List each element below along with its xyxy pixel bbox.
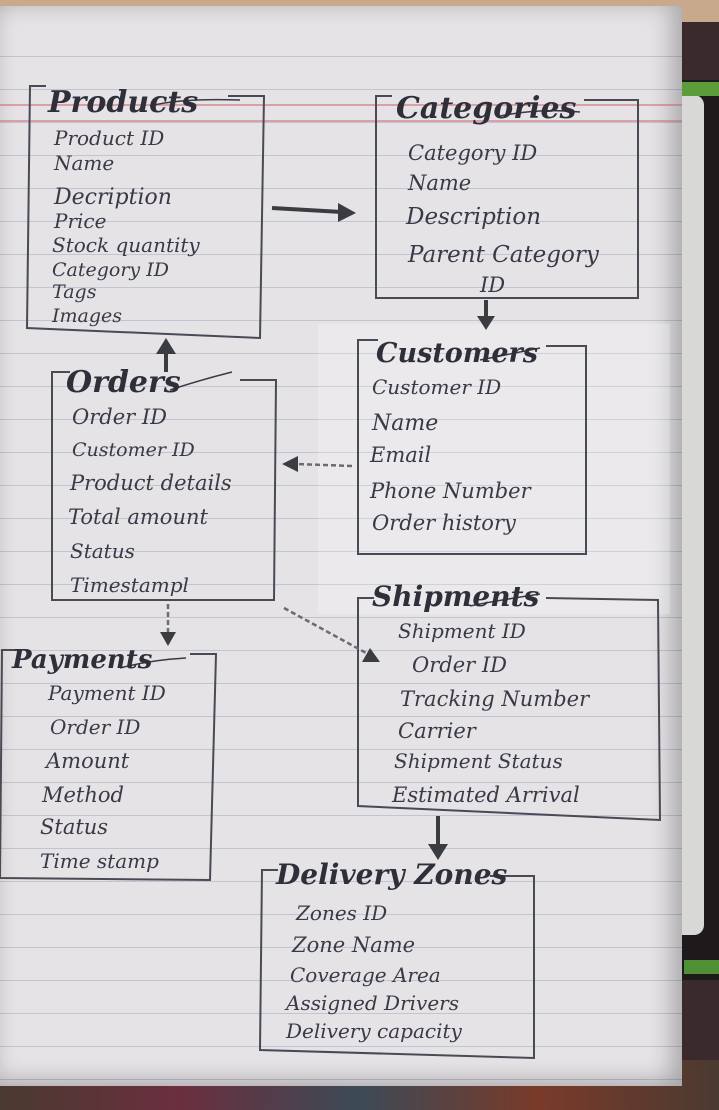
field: Method bbox=[41, 783, 124, 807]
arrow-line bbox=[295, 462, 353, 468]
arrow-head bbox=[160, 632, 176, 646]
field: Customer ID bbox=[72, 439, 195, 461]
field: Coverage Area bbox=[290, 963, 441, 987]
margin-line bbox=[0, 120, 682, 122]
notebook-page bbox=[0, 6, 682, 1086]
arrow-head bbox=[362, 648, 380, 662]
relationship-orders-shipments bbox=[283, 606, 380, 662]
field: Shipment ID bbox=[398, 619, 526, 643]
arrow-head bbox=[477, 316, 495, 330]
relationship-orders-payments bbox=[160, 604, 176, 646]
relationship-products-categories bbox=[271, 203, 356, 222]
entity-fields: Payment ID Order ID Amount Method Status… bbox=[40, 681, 166, 873]
field: Product details bbox=[69, 471, 232, 495]
entity-box bbox=[357, 597, 662, 822]
field: Customer ID bbox=[372, 375, 501, 399]
field: Order ID bbox=[50, 715, 140, 739]
field: ID bbox=[479, 273, 505, 297]
entity-shipments: Shipments Shipment ID Order ID Tracking … bbox=[357, 580, 662, 822]
relationship-orders-products bbox=[156, 338, 176, 372]
entity-box bbox=[375, 95, 639, 299]
field: Status bbox=[40, 815, 108, 839]
field: Name bbox=[407, 171, 471, 195]
title-flourish bbox=[479, 347, 541, 361]
entity-box bbox=[25, 85, 266, 340]
green-tab-lower bbox=[684, 960, 719, 974]
field: Description bbox=[405, 204, 541, 230]
field: Order ID bbox=[72, 405, 167, 429]
entity-title: Customers bbox=[376, 338, 538, 369]
field: Carrier bbox=[398, 719, 478, 743]
field: Amount bbox=[44, 749, 130, 773]
field: Delivery capacity bbox=[285, 1019, 463, 1043]
field: Order history bbox=[372, 511, 517, 535]
field: Phone Number bbox=[369, 479, 533, 503]
entity-fields: Category ID Name Description Parent Cate… bbox=[405, 141, 600, 297]
entity-box bbox=[51, 371, 278, 601]
title-flourish bbox=[119, 657, 187, 669]
field: Payment ID bbox=[47, 681, 166, 705]
field: Category ID bbox=[52, 259, 169, 281]
field: Stock quantity bbox=[52, 233, 200, 257]
field: Parent Category bbox=[407, 242, 600, 268]
arrow-head bbox=[338, 203, 356, 222]
relationship-customers-orders bbox=[282, 456, 353, 472]
field: Assigned Drivers bbox=[284, 991, 459, 1015]
entity-delivery-zones: Delivery Zones Zones ID Zone Name Covera… bbox=[258, 858, 535, 1060]
field: Product ID bbox=[53, 126, 164, 150]
entity-box bbox=[357, 339, 587, 555]
entity-categories: Categories Category ID Name Description … bbox=[375, 91, 639, 299]
entity-products: Products Product ID Name Decription Pric… bbox=[25, 85, 266, 340]
green-tab bbox=[678, 82, 719, 96]
field: Shipment Status bbox=[394, 749, 563, 773]
entity-fields: Shipment ID Order ID Tracking Number Car… bbox=[391, 619, 591, 807]
field: Tags bbox=[52, 281, 97, 303]
field: Zones ID bbox=[295, 901, 387, 925]
title-flourish bbox=[499, 109, 581, 117]
field: Name bbox=[371, 411, 438, 436]
field: Price bbox=[53, 209, 106, 233]
entity-fields: Zones ID Zone Name Coverage Area Assigne… bbox=[284, 901, 463, 1043]
title-flourish bbox=[169, 371, 233, 391]
entity-title: Delivery Zones bbox=[275, 858, 508, 891]
arrow-line bbox=[271, 206, 343, 214]
arrow-head bbox=[156, 338, 176, 354]
entity-customers: Customers Customer ID Name Email Phone N… bbox=[357, 338, 587, 555]
entity-box bbox=[258, 869, 535, 1060]
margin-line bbox=[0, 104, 682, 106]
field: Order ID bbox=[412, 653, 507, 677]
entity-title: Shipments bbox=[372, 580, 540, 613]
arrow-head bbox=[282, 456, 298, 472]
field: Status bbox=[70, 539, 135, 563]
arrow-head bbox=[428, 844, 448, 860]
field: Zone Name bbox=[291, 933, 415, 957]
field: Category ID bbox=[408, 141, 537, 165]
entity-title: Categories bbox=[396, 91, 577, 126]
relationship-shipments-delivery-zones bbox=[428, 816, 448, 860]
field: Timestampl bbox=[70, 573, 189, 597]
entity-box bbox=[0, 649, 218, 882]
field: Tracking Number bbox=[400, 687, 591, 711]
entity-payments: Payments Payment ID Order ID Amount Meth… bbox=[0, 645, 218, 882]
entity-fields: Order ID Customer ID Product details Tot… bbox=[68, 405, 232, 597]
arrow-line bbox=[283, 606, 369, 656]
title-flourish bbox=[469, 593, 541, 607]
field: Email bbox=[369, 443, 431, 467]
field: Images bbox=[51, 305, 122, 327]
field: Decription bbox=[53, 185, 172, 210]
entity-orders: Orders Order ID Customer ID Product deta… bbox=[51, 365, 278, 601]
relationship-categories-customers bbox=[477, 300, 495, 330]
entity-title: Payments bbox=[11, 645, 153, 675]
entity-fields: Customer ID Name Email Phone Number Orde… bbox=[369, 375, 533, 535]
field: Estimated Arrival bbox=[391, 783, 580, 807]
field: Name bbox=[53, 151, 114, 175]
field: Total amount bbox=[68, 505, 208, 529]
title-flourish bbox=[149, 98, 241, 107]
field: Time stamp bbox=[40, 849, 159, 873]
entity-title: Orders bbox=[66, 365, 181, 400]
entity-fields: Product ID Name Decription Price Stock q… bbox=[51, 126, 200, 327]
entity-title: Products bbox=[47, 85, 198, 120]
tape-patch bbox=[318, 324, 670, 614]
